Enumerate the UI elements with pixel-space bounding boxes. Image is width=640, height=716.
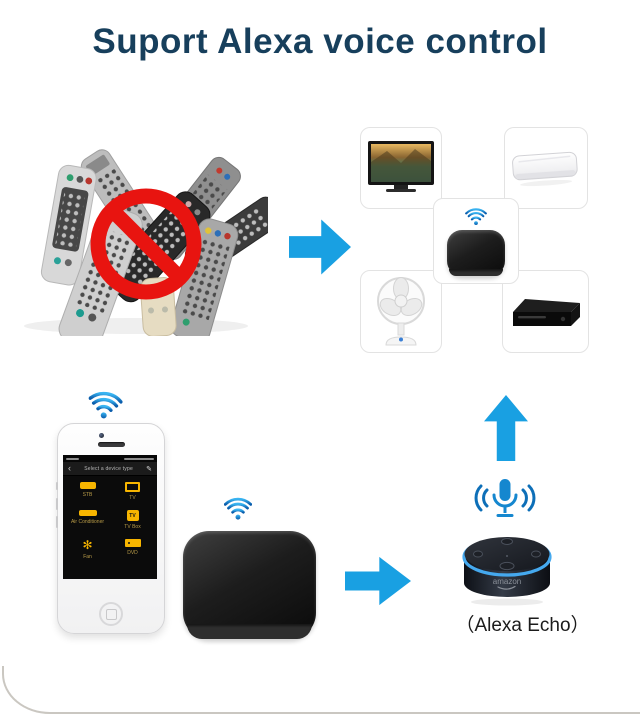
set-top-box-icon <box>512 298 580 326</box>
phone-volume-up-button <box>56 498 58 510</box>
phone-speaker <box>98 442 125 447</box>
old-remotes-pile <box>6 144 268 336</box>
remote-type-stb[interactable]: STB <box>65 482 110 501</box>
wifi-icon <box>465 207 487 225</box>
remote-type-tv-box[interactable]: TV TV Box <box>110 510 155 530</box>
phone-status-bar <box>63 455 157 462</box>
stb-icon <box>79 482 96 489</box>
device-card-tv <box>360 127 442 209</box>
phone-home-button[interactable] <box>99 602 123 626</box>
controlled-devices-grid <box>358 124 590 355</box>
device-card-ir-hub <box>433 198 519 284</box>
tv-icon <box>368 141 434 192</box>
phone-mute-switch <box>56 482 58 490</box>
phone-volume-down-button <box>56 516 58 528</box>
voice-mic-icon <box>473 477 537 519</box>
phone-screen: ‹ Select a device type ✎ STB TV Air Cond… <box>63 455 157 579</box>
tv-box-icon: TV <box>126 510 139 521</box>
edit-pencil-icon[interactable]: ✎ <box>146 465 152 473</box>
app-nav-bar: ‹ Select a device type ✎ <box>63 462 157 476</box>
air-conditioner-icon <box>78 510 97 516</box>
phone-camera-dot <box>99 433 104 438</box>
device-card-set-top-box <box>502 270 589 353</box>
smartphone: ‹ Select a device type ✎ STB TV Air Cond… <box>56 423 165 634</box>
dvd-icon <box>124 539 141 547</box>
page-corner-border <box>2 666 640 714</box>
fan-icon <box>377 276 425 345</box>
ir-hub-device <box>447 229 505 276</box>
alexa-echo-caption: （Alexa Echo） <box>455 615 590 636</box>
remote-type-air-conditioner[interactable]: Air Conditioner <box>65 510 110 530</box>
page-title: Suport Alexa voice control <box>92 22 548 61</box>
air-conditioner-icon <box>512 151 578 187</box>
flow-arrow-up <box>484 395 528 461</box>
remote-type-dvd[interactable]: DVD <box>110 539 155 560</box>
tv-icon <box>125 482 140 492</box>
wifi-icon <box>224 496 252 521</box>
ir-hub-device <box>183 531 316 639</box>
remotes-prohibition-illustration <box>24 149 268 336</box>
fan-icon: ✻ <box>82 538 93 552</box>
flow-arrow-right-top <box>289 219 351 275</box>
remote-type-grid: STB TV Air Conditioner TV TV Box ✻ Fan <box>63 476 157 560</box>
remote-type-tv[interactable]: TV <box>110 482 155 501</box>
wifi-icon <box>86 388 123 422</box>
app-title: Select a device type <box>84 465 133 472</box>
remote-type-fan[interactable]: ✻ Fan <box>82 538 93 560</box>
alexa-echo-device: amazon <box>460 531 554 607</box>
device-card-fan <box>360 270 442 353</box>
device-card-air-conditioner <box>504 127 588 209</box>
back-arrow-icon[interactable]: ‹ <box>68 463 71 473</box>
amazon-logo-text: amazon <box>493 577 521 586</box>
prohibition-icon <box>90 188 202 300</box>
flow-arrow-right-bottom <box>345 556 411 606</box>
